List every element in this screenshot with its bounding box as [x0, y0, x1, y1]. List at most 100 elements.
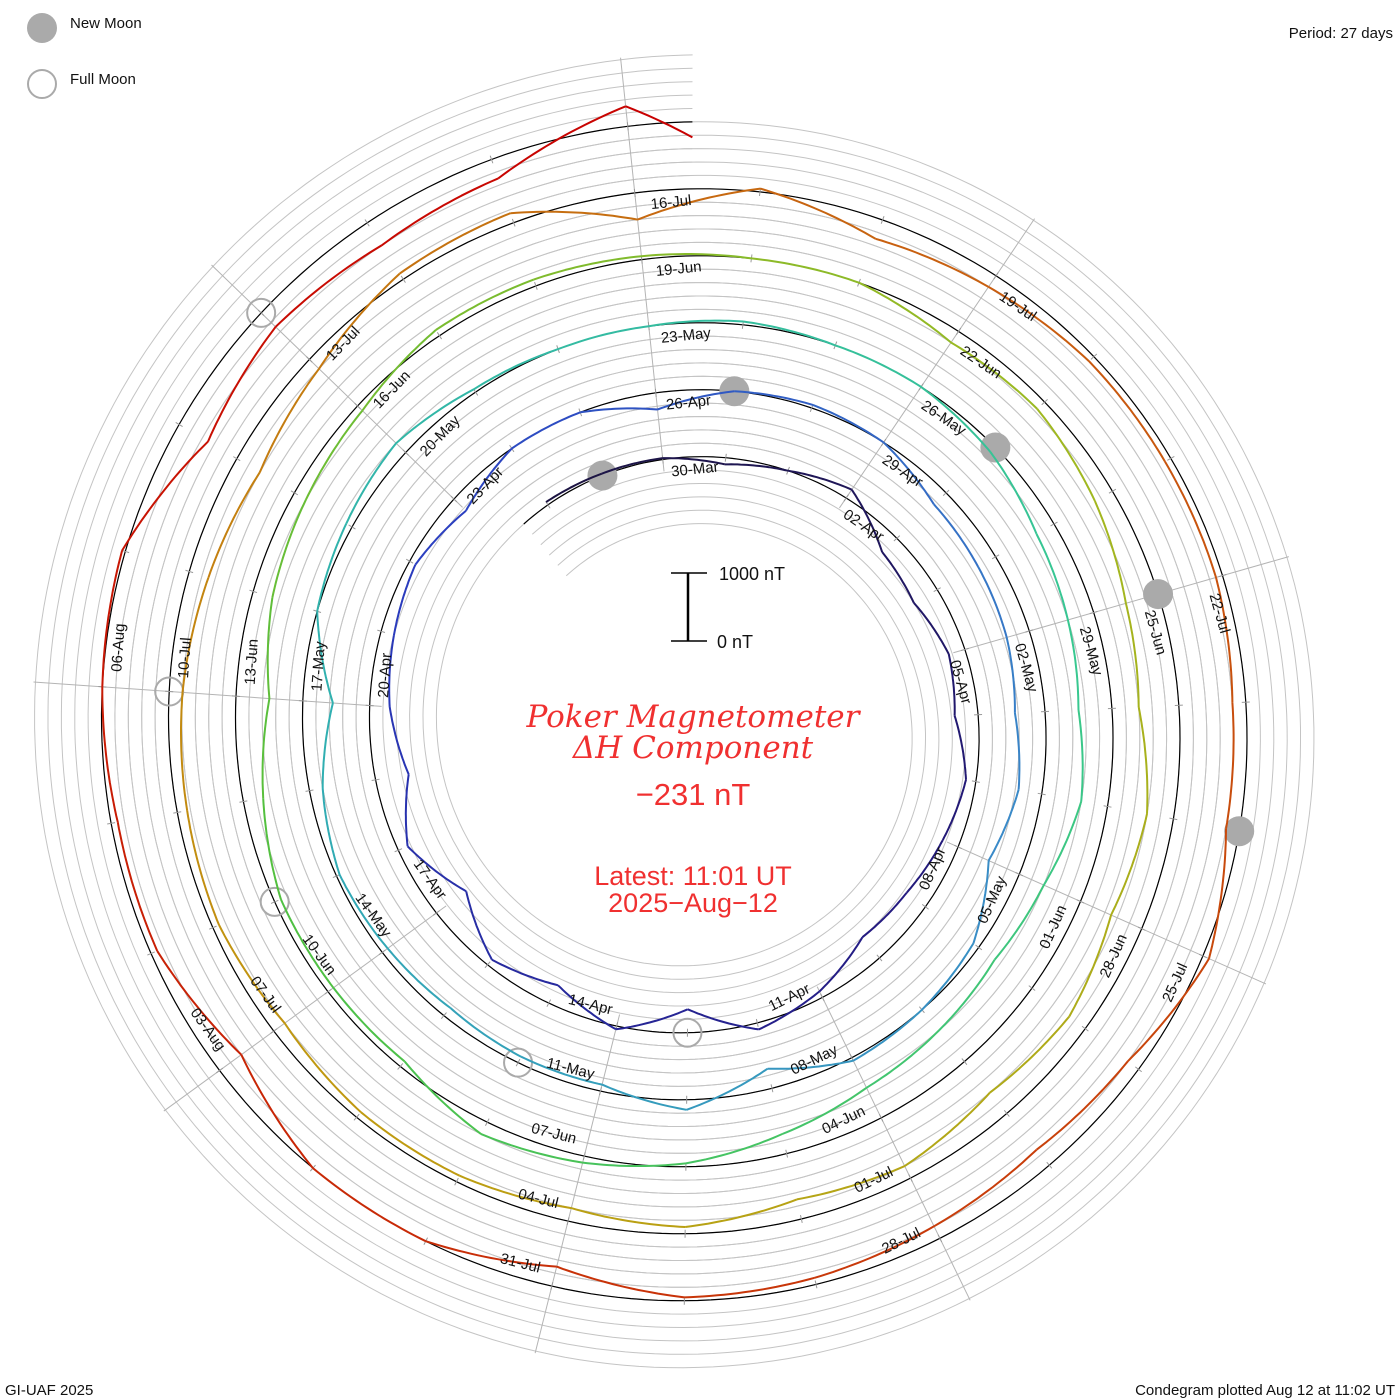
- data-segment: [388, 635, 395, 707]
- data-segment: [266, 597, 274, 699]
- day-tick: [991, 554, 1000, 560]
- day-tick: [1003, 1110, 1010, 1117]
- data-segment: [687, 1008, 759, 1031]
- radial-gridline: [953, 556, 1289, 654]
- day-tick: [365, 704, 374, 707]
- data-segment: [1137, 706, 1149, 814]
- data-segment: [121, 440, 209, 552]
- date-label: 28-Jun: [1097, 932, 1131, 981]
- data-segment: [637, 187, 761, 221]
- day-tick: [402, 449, 409, 456]
- date-label: 05-Apr: [946, 658, 975, 706]
- date-label: 26-Apr: [665, 392, 712, 414]
- data-segment: [395, 388, 475, 444]
- data-segment: [1068, 914, 1113, 1017]
- radial-gridline: [163, 905, 447, 1112]
- data-segment: [814, 1225, 935, 1279]
- date-label: 01-Jul: [852, 1163, 896, 1196]
- date-label: 22-Jun: [957, 343, 1005, 383]
- data-segment: [425, 1240, 557, 1268]
- data-segment: [850, 489, 884, 553]
- day-tick: [249, 589, 258, 594]
- data-segment: [414, 509, 467, 566]
- radial-gridlines: [33, 57, 1289, 1354]
- data-segment: [662, 457, 726, 466]
- data-segment: [316, 523, 348, 612]
- day-tick: [933, 587, 941, 593]
- data-segment: [116, 822, 159, 952]
- day-tick: [599, 1087, 602, 1096]
- day-tick: [799, 1214, 803, 1224]
- data-segment: [321, 788, 341, 875]
- data-segment: [332, 987, 406, 1063]
- date-label: 23-Apr: [464, 464, 508, 508]
- data-segment: [1124, 603, 1140, 708]
- day-tick: [353, 1113, 360, 1121]
- data-segment: [261, 698, 271, 799]
- day-tick: [394, 848, 403, 853]
- day-tick: [364, 219, 370, 227]
- day-tick: [546, 999, 552, 1007]
- day-tick: [893, 535, 901, 542]
- day-tick: [566, 1217, 570, 1226]
- credit-label: GI-UAF 2025: [5, 1382, 93, 1399]
- data-segment: [404, 774, 410, 847]
- date-label: 30-Mar: [670, 459, 719, 481]
- data-segment: [1215, 577, 1234, 703]
- data-segment: [760, 187, 877, 240]
- data-segment: [279, 898, 335, 989]
- data-segment: [180, 692, 189, 811]
- day-tick: [185, 569, 194, 574]
- data-segment: [399, 212, 511, 275]
- data-segment: [834, 344, 922, 388]
- day-tick: [405, 558, 414, 564]
- day-tick: [239, 800, 248, 803]
- day-tick: [937, 1234, 943, 1243]
- day-tick: [454, 1177, 459, 1186]
- day-tick: [993, 272, 999, 280]
- data-segment: [580, 407, 658, 414]
- data-segment: [262, 798, 282, 900]
- day-tick: [1090, 353, 1098, 360]
- data-segment: [1208, 828, 1227, 959]
- scale-bar-bottom-label: 0 nT: [717, 632, 753, 652]
- data-segment: [1035, 1060, 1129, 1151]
- data-segment: [497, 105, 627, 180]
- day-tick: [534, 281, 538, 290]
- data-segment: [950, 341, 1038, 410]
- day-tick: [1025, 629, 1034, 633]
- data-segment: [271, 499, 307, 598]
- data-segment: [392, 564, 417, 636]
- data-segment: [305, 409, 364, 501]
- day-tick: [633, 188, 636, 197]
- day-tick: [324, 988, 332, 995]
- date-label: 11-May: [545, 1055, 597, 1083]
- day-tick: [921, 903, 929, 910]
- period-label: Period: 27 days: [1289, 25, 1393, 42]
- day-tick: [955, 327, 962, 335]
- day-tick: [489, 155, 494, 164]
- data-segment: [796, 1165, 906, 1201]
- current-value: −231 nT: [636, 777, 751, 812]
- date-label: 16-Jul: [650, 192, 692, 213]
- day-tick: [654, 388, 657, 397]
- day-tick: [1046, 1161, 1053, 1169]
- day-tick: [770, 1084, 774, 1093]
- radial-gridline: [946, 841, 1267, 985]
- day-tick: [1103, 805, 1112, 808]
- data-segment: [734, 390, 814, 406]
- data-segment: [406, 845, 467, 893]
- data-segment: [480, 1133, 583, 1164]
- date-label: 02-Apr: [840, 506, 887, 545]
- data-segment: [812, 403, 885, 444]
- data-segment: [207, 471, 261, 578]
- data-segment: [557, 984, 617, 1031]
- day-tick: [820, 993, 825, 1002]
- day-tick: [509, 444, 515, 453]
- data-segment: [787, 469, 853, 491]
- day-tick: [975, 944, 983, 951]
- full-moon-legend-label: Full Moon: [70, 71, 136, 88]
- data-segment: [582, 1161, 686, 1167]
- date-label: 07-Jun: [530, 1120, 579, 1148]
- data-segment: [933, 503, 979, 568]
